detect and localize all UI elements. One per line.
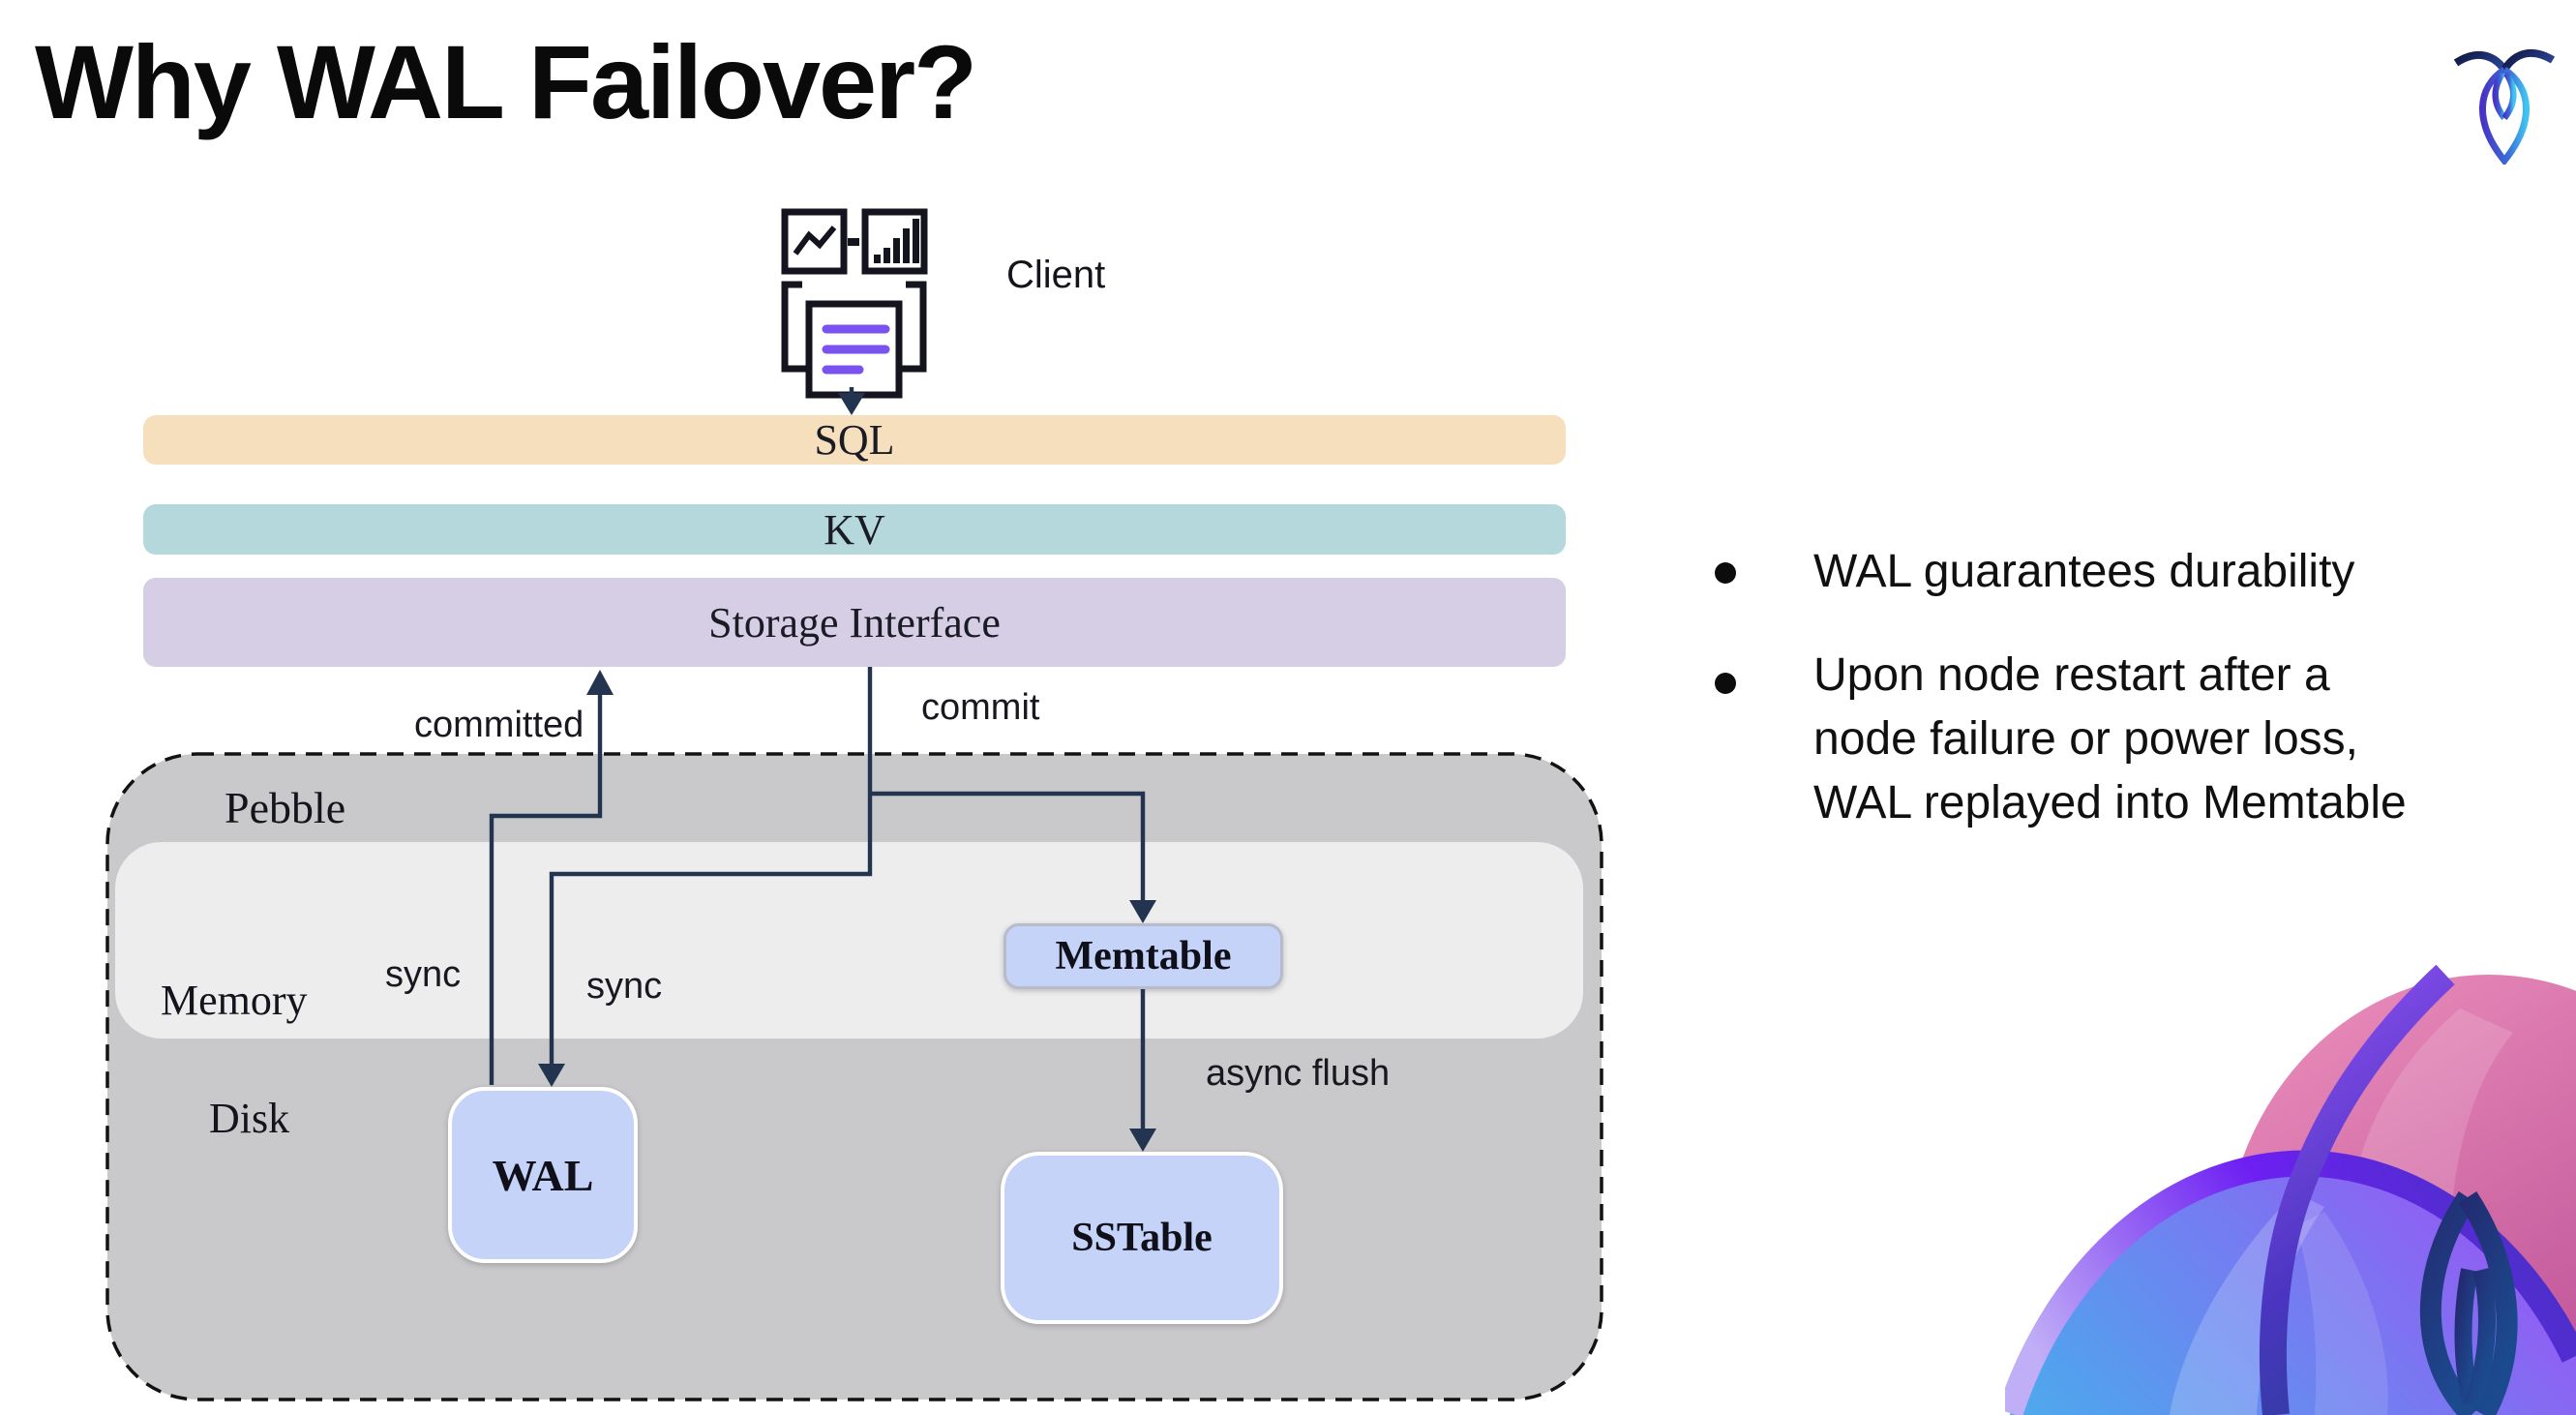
node-wal-label: WAL [492, 1150, 594, 1200]
bullet-dot [1715, 673, 1736, 694]
bullet-line: Upon node restart after a [1813, 649, 2330, 701]
node-memtable: Memtable [1003, 923, 1283, 989]
layer-bar-kv: KV [143, 504, 1566, 555]
bullet-line: WAL guarantees durability [1813, 546, 2355, 597]
pebble-label: Pebble [225, 783, 346, 832]
layer-bar-sql-label: SQL [814, 416, 895, 464]
edge-label-sync-ack: sync [385, 954, 462, 995]
brand-decoration-graphic [2005, 964, 2576, 1415]
edge-label-commit: commit [921, 687, 1040, 728]
client-label: Client [1006, 254, 1106, 296]
layer-bar-kv-label: KV [824, 505, 885, 554]
memory-band-label: Memory [161, 977, 308, 1024]
edge-label-async-flush: async flush [1206, 1053, 1391, 1094]
disk-band-label: Disk [209, 1095, 290, 1142]
layer-bar-storage-interface: Storage Interface [143, 578, 1566, 667]
node-wal: WAL [448, 1087, 638, 1263]
layer-bar-storage-label: Storage Interface [708, 598, 1001, 647]
node-sstable: SSTable [1001, 1152, 1283, 1324]
layer-bar-sql: SQL [143, 415, 1566, 465]
cockroachdb-logo-icon [2453, 48, 2556, 165]
slide-title: Why WAL Failover? [35, 23, 977, 140]
bullet-line: node failure or power loss, [1813, 713, 2358, 765]
bullet-item: Upon node restart after a node failure o… [1813, 644, 2530, 835]
client-icon [781, 208, 928, 399]
node-sstable-label: SSTable [1071, 1216, 1213, 1260]
edge-label-sync-write: sync [586, 966, 663, 1007]
node-memtable-label: Memtable [1055, 934, 1232, 978]
bullet-dot [1715, 562, 1736, 584]
bullet-line: WAL replayed into Memtable [1813, 777, 2407, 828]
edge-label-committed: committed [414, 705, 584, 745]
bullet-item: WAL guarantees durability [1813, 540, 2530, 604]
